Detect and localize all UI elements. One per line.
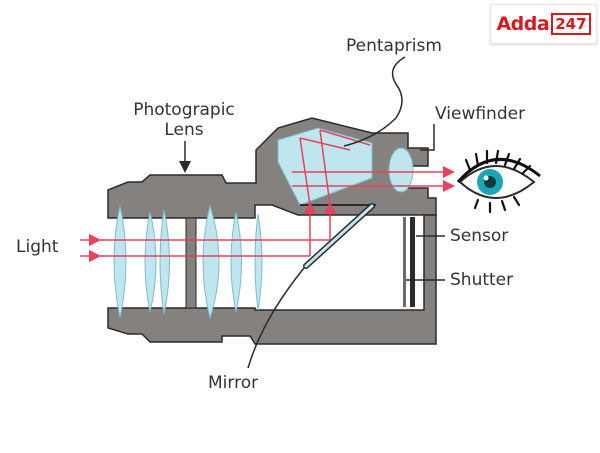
viewfinder-label: Viewfinder xyxy=(435,104,526,124)
camera-body-bottom xyxy=(107,214,437,345)
light-label: Light xyxy=(16,237,59,257)
sensor-label: Sensor xyxy=(450,226,509,246)
lens-element-6 xyxy=(254,213,263,311)
callout-lines xyxy=(179,56,445,369)
lens-label-line2: Lens xyxy=(164,120,204,140)
lens-element-1 xyxy=(113,205,127,319)
logo-suffix-text: 247 xyxy=(551,13,591,35)
lens-element-3 xyxy=(159,209,170,315)
mirror-chamber xyxy=(270,216,406,308)
viewfinder-lens xyxy=(388,147,414,193)
viewfinder-callout xyxy=(420,124,435,151)
adda247-logo[interactable]: Adda 247 xyxy=(490,4,597,44)
lens-aperture xyxy=(185,217,197,309)
logo-brand-text: Adda xyxy=(496,13,550,35)
pentaprism-label: Pentaprism xyxy=(346,36,442,56)
pentaprism-callout xyxy=(343,56,406,147)
photographic-lens-label: Photograpic Lens xyxy=(128,100,240,140)
light-rays xyxy=(80,129,455,262)
lens-label-line1: Photograpic xyxy=(133,100,235,120)
mirror-callout xyxy=(247,267,305,369)
shutter xyxy=(403,217,406,307)
shutter-label: Shutter xyxy=(450,270,514,290)
lens-element-4 xyxy=(202,204,220,320)
lens-element-5 xyxy=(230,211,242,313)
mirror-label: Mirror xyxy=(208,373,259,393)
sensor xyxy=(410,217,415,307)
lens-element-2 xyxy=(144,211,157,313)
mirror-glass xyxy=(304,204,374,268)
eye-icon xyxy=(456,149,541,214)
